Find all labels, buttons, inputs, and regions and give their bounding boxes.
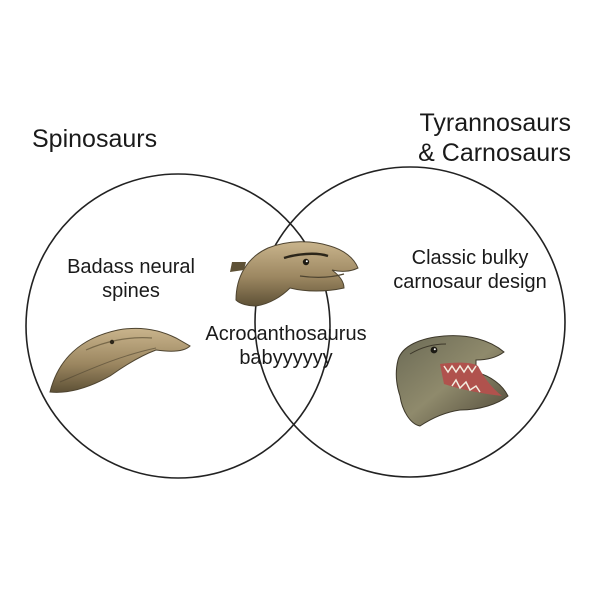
set-title-spinosaurs: Spinosaurs xyxy=(32,125,158,153)
set-circle-right xyxy=(254,166,566,478)
set-title-tyrannosaurs-carnosaurs: Tyrannosaurs & Carnosaurs xyxy=(418,109,571,167)
spinosaur-head-icon xyxy=(49,327,191,393)
acrocanthosaurus-head-icon xyxy=(230,241,359,307)
region-text-carnosaurs-only: Classic bulky carnosaur design xyxy=(393,247,547,293)
set-circle-left xyxy=(25,173,331,479)
carnosaur-head-icon xyxy=(395,335,509,427)
region-text-spinosaurs-only: Badass neural spines xyxy=(67,256,195,302)
region-text-intersection: Acrocanthosaurus babyyyyyy xyxy=(205,323,367,369)
